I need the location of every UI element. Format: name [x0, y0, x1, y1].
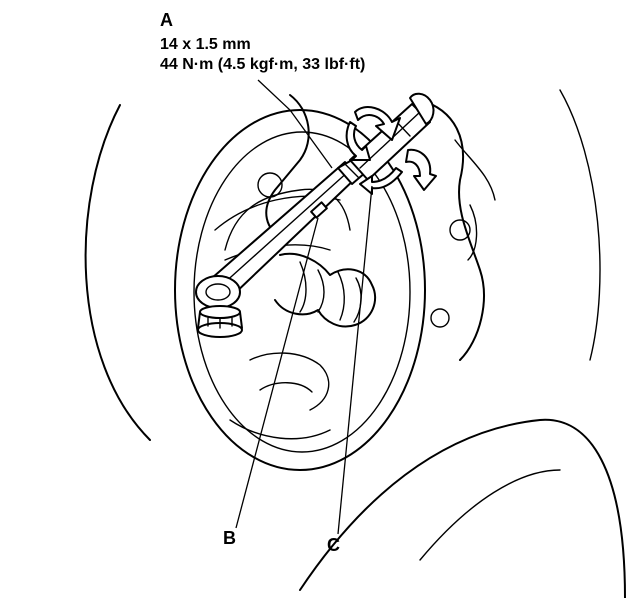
rotation-arrows [345, 106, 437, 195]
leader-lines [235, 79, 373, 535]
brake-hose [224, 188, 351, 251]
bolt-size-spec: 14 x 1.5 mm [160, 36, 251, 53]
knuckle [257, 94, 496, 361]
cv-boot [249, 252, 377, 411]
fender-arcs [84, 89, 626, 598]
torque-spec: 44 N·m (4.5 kgf·m, 33 lbf·ft) [160, 56, 366, 73]
callout-label-b: B [223, 528, 236, 548]
callout-label-a: A [160, 10, 173, 30]
callout-label-c: C [327, 535, 340, 555]
brake-disc [174, 109, 426, 471]
